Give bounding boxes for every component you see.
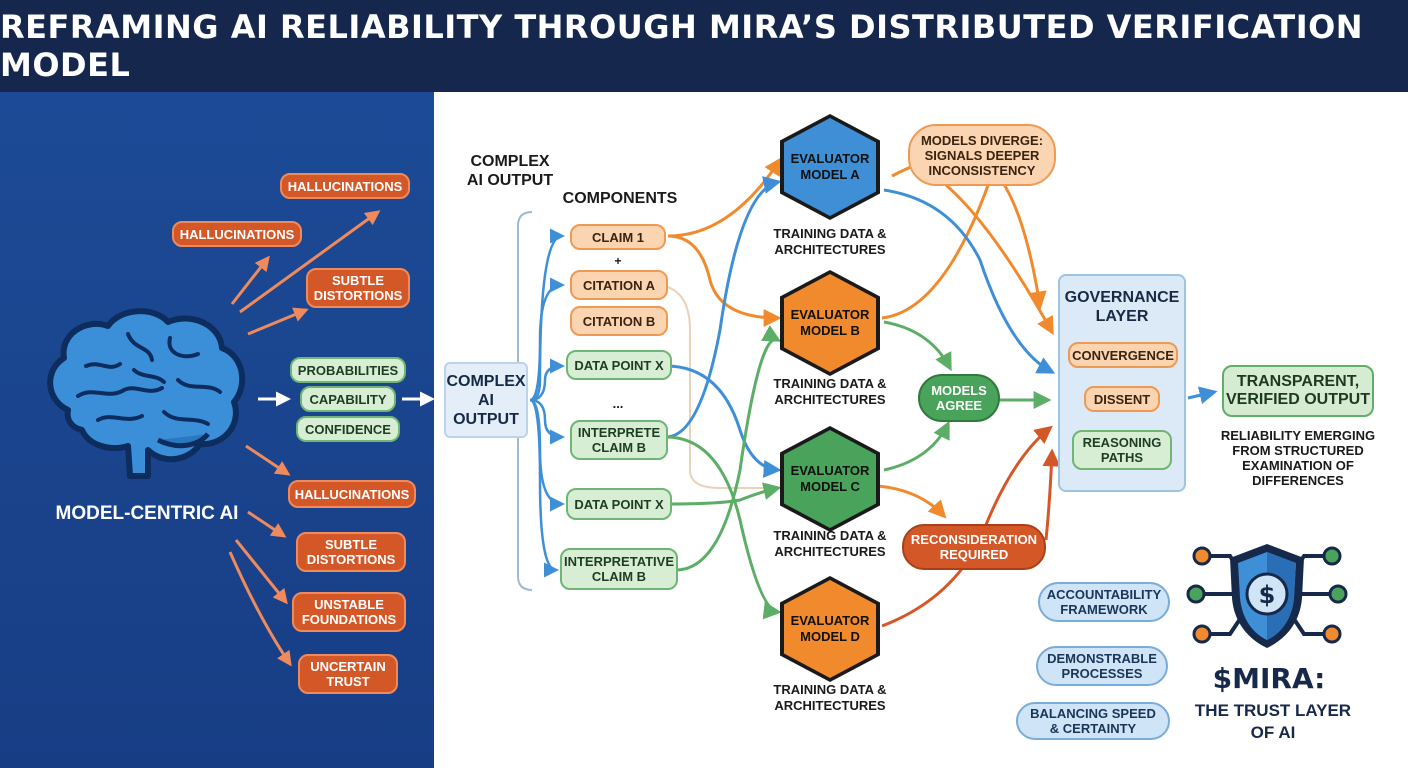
component-interpretative-claim-b: INTERPRETATIVE CLAIM B <box>560 548 678 590</box>
governance-reasoning-paths: REASONING PATHS <box>1072 430 1172 470</box>
evaluator-b-caption: TRAINING DATA & ARCHITECTURES <box>773 376 887 407</box>
shield-network-icon: $ <box>1186 544 1348 648</box>
evaluator-model-c: EVALUATOR MODEL C <box>780 426 880 532</box>
item-probabilities: PROBABILITIES <box>290 357 406 383</box>
evaluator-d-caption: TRAINING DATA & ARCHITECTURES <box>773 682 887 713</box>
governance-title: GOVERNANCE LAYER <box>1064 289 1180 325</box>
component-citation-a: CITATION A <box>570 270 668 300</box>
transparent-verified-output: TRANSPARENT, VERIFIED OUTPUT <box>1222 365 1374 417</box>
shield-dollar-symbol: $ <box>1259 581 1276 609</box>
principle-demonstrable-processes: DEMONSTRABLE PROCESSES <box>1036 646 1168 686</box>
evaluator-model-a-label: EVALUATOR MODEL A <box>784 118 876 216</box>
item-confidence: CONFIDENCE <box>296 416 400 442</box>
issue-hallucinations-1: HALLUCINATIONS <box>280 173 410 199</box>
signal-models-diverge: MODELS DIVERGE: SIGNALS DEEPER INCONSIST… <box>908 124 1056 186</box>
signal-reconsideration-required: RECONSIDERATION REQUIRED <box>902 524 1046 570</box>
principle-balancing-speed-certainty: BALANCING SPEED & CERTAINTY <box>1016 702 1170 740</box>
signal-models-agree: MODELS AGREE <box>918 374 1000 422</box>
governance-dissent: DISSENT <box>1084 386 1160 412</box>
output-caption: RELIABILITY EMERGING FROM STRUCTURED EXA… <box>1220 428 1376 488</box>
component-citation-b: CITATION B <box>570 306 668 336</box>
brain-icon <box>47 308 245 479</box>
ellipsis: ... <box>612 396 624 411</box>
brand-tagline: THE TRUST LAYER OF AI <box>1194 701 1352 742</box>
complex-ai-output-box: COMPLEX AI OUTPUT <box>444 362 528 438</box>
issue-hallucinations-3: HALLUCINATIONS <box>288 480 416 508</box>
issue-uncertain-trust: UNCERTAIN TRUST <box>298 654 398 694</box>
issue-unstable-foundations: UNSTABLE FOUNDATIONS <box>292 592 406 632</box>
brain-label: MODEL-CENTRIC AI <box>55 503 239 524</box>
page-title: REFRAMING AI RELIABILITY THROUGH MIRA’S … <box>0 8 1364 84</box>
item-capability: CAPABILITY <box>300 386 396 412</box>
component-data-point-x-2: DATA POINT X <box>566 488 672 520</box>
component-claim-1: CLAIM 1 <box>570 224 666 250</box>
plus-sign: + <box>614 254 622 268</box>
evaluator-c-caption: TRAINING DATA & ARCHITECTURES <box>773 528 887 559</box>
brand-name: $MIRA: <box>1212 662 1326 695</box>
components-heading: COMPONENTS <box>562 190 678 207</box>
issue-subtle-distortions-1: SUBTLE DISTORTIONS <box>306 268 410 308</box>
governance-convergence: CONVERGENCE <box>1068 342 1178 368</box>
evaluator-model-a: EVALUATOR MODEL A <box>780 114 880 220</box>
evaluator-model-b: EVALUATOR MODEL B <box>780 270 880 376</box>
issue-subtle-distortions-2: SUBTLE DISTORTIONS <box>296 532 406 572</box>
evaluator-a-caption: TRAINING DATA & ARCHITECTURES <box>773 226 887 257</box>
principle-accountability-framework: ACCOUNTABILITY FRAMEWORK <box>1038 582 1170 622</box>
component-data-point-x-1: DATA POINT X <box>566 350 672 380</box>
evaluator-model-b-label: EVALUATOR MODEL B <box>784 274 876 372</box>
header-bar: REFRAMING AI RELIABILITY THROUGH MIRA’S … <box>0 0 1408 92</box>
evaluator-model-c-label: EVALUATOR MODEL C <box>784 430 876 528</box>
evaluator-model-d: EVALUATOR MODEL D <box>780 576 880 682</box>
component-interprete-claim-b: INTERPRETE CLAIM B <box>570 420 668 460</box>
issue-hallucinations-2: HALLUCINATIONS <box>172 221 302 247</box>
complex-ai-output-heading: COMPLEX AI OUTPUT <box>466 153 554 189</box>
evaluator-model-d-label: EVALUATOR MODEL D <box>784 580 876 678</box>
